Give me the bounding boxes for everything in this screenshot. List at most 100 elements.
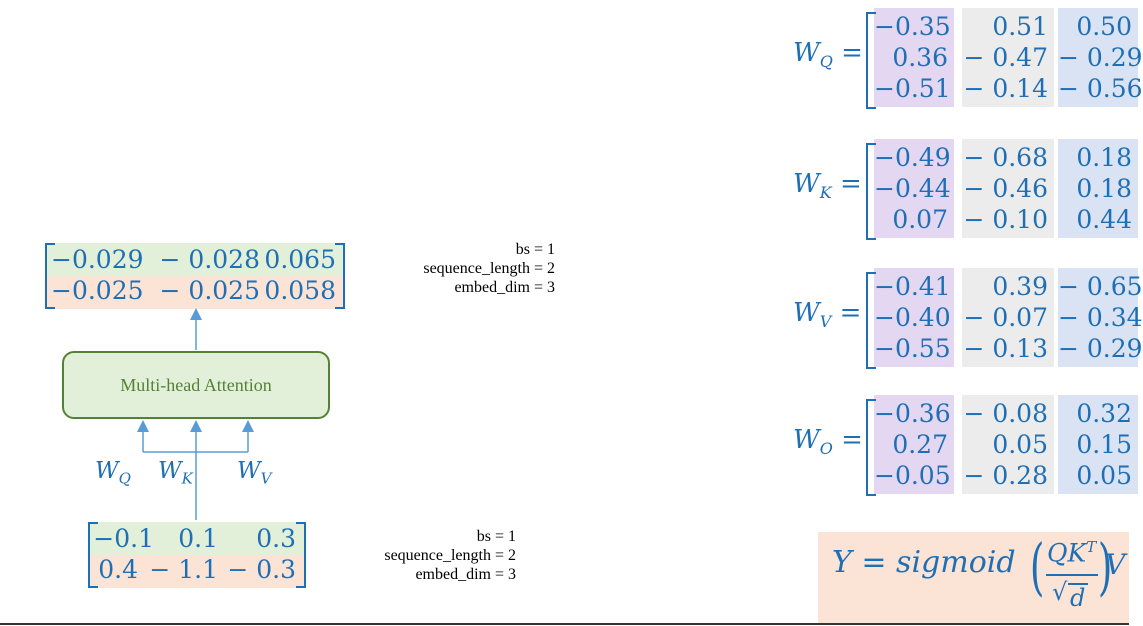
output-cell: − 0.025 bbox=[159, 276, 260, 305]
weight-cell: −0.49 bbox=[874, 143, 951, 172]
input-row-1-bg bbox=[88, 522, 306, 555]
weight-cell: 0.07 bbox=[892, 205, 948, 234]
multi-head-attention-block: Multi-head Attention bbox=[62, 351, 330, 419]
label-wk: WK bbox=[158, 458, 193, 488]
weight-column-bg bbox=[962, 8, 1054, 107]
input-info-embed: embed_dim = 3 bbox=[415, 566, 516, 583]
weight-cell: 0.05 bbox=[1076, 461, 1132, 490]
sqrt-overline bbox=[1068, 583, 1088, 585]
input-bracket-left bbox=[88, 522, 98, 588]
formula-paren-left: ( bbox=[1029, 530, 1045, 603]
weight-cell: − 0.08 bbox=[963, 399, 1048, 428]
input-cell: 0.3 bbox=[256, 524, 296, 553]
weight-bracket-left bbox=[866, 272, 876, 369]
formula-eq: = bbox=[861, 545, 887, 580]
weight-cell: − 0.13 bbox=[963, 334, 1048, 363]
weight-label-q: WQ = bbox=[793, 38, 863, 72]
input-cell: −0.1 bbox=[93, 524, 154, 553]
output-info-bs: bs = 1 bbox=[515, 241, 555, 258]
input-cell: − 1.1 bbox=[149, 555, 218, 584]
weight-cell: −0.55 bbox=[874, 334, 951, 363]
output-cell: 0.058 bbox=[264, 276, 336, 305]
weight-bracket-left bbox=[866, 143, 876, 240]
weight-cell: −0.36 bbox=[874, 399, 951, 428]
label-wv: WV bbox=[237, 458, 272, 488]
weight-cell: − 0.10 bbox=[963, 205, 1048, 234]
formula-numerator: QKT bbox=[1047, 538, 1097, 568]
bottom-rule bbox=[0, 623, 1129, 625]
weight-cell: 0.50 bbox=[1076, 12, 1132, 41]
sqrt-sign: √ bbox=[1052, 578, 1068, 606]
label-wq: WQ bbox=[95, 458, 131, 488]
weight-column-bg bbox=[1058, 8, 1138, 107]
formula-rhs: V bbox=[1105, 548, 1126, 581]
weight-column-bg bbox=[874, 395, 954, 494]
output-bracket-left bbox=[45, 243, 55, 309]
weight-cell: − 0.29 bbox=[1058, 334, 1143, 363]
weight-column-bg bbox=[1058, 268, 1138, 367]
input-row-2-bg bbox=[88, 555, 306, 588]
weight-cell: − 0.47 bbox=[963, 43, 1048, 72]
formula: Y = sigmoid bbox=[832, 545, 1016, 580]
weight-cell: 0.39 bbox=[992, 272, 1048, 301]
weight-cell: 0.51 bbox=[992, 12, 1048, 41]
weight-bracket-left bbox=[866, 12, 876, 109]
weight-cell: 0.18 bbox=[1076, 174, 1132, 203]
weight-column-bg bbox=[874, 139, 954, 238]
weight-cell: 0.44 bbox=[1076, 205, 1132, 234]
output-row-2-bg bbox=[45, 276, 345, 309]
weight-cell: − 0.68 bbox=[963, 143, 1048, 172]
weight-cell: −0.35 bbox=[874, 12, 951, 41]
output-bracket-right bbox=[335, 243, 345, 309]
weight-cell: −0.51 bbox=[874, 74, 951, 103]
weight-cell: −0.41 bbox=[874, 272, 951, 301]
output-cell: −0.029 bbox=[51, 245, 144, 274]
weight-bracket-left bbox=[866, 399, 876, 496]
output-cell: −0.025 bbox=[51, 276, 144, 305]
input-bracket-right bbox=[296, 522, 306, 588]
weight-cell: −0.05 bbox=[874, 461, 951, 490]
weight-cell: − 0.07 bbox=[963, 303, 1048, 332]
weight-cell: − 0.14 bbox=[963, 74, 1048, 103]
formula-lhs: Y bbox=[832, 545, 852, 580]
weight-cell: −0.44 bbox=[874, 174, 951, 203]
output-cell: 0.065 bbox=[264, 245, 336, 274]
output-info: bs = 1 sequence_length = 2 embed_dim = 3 bbox=[380, 240, 555, 297]
output-info-seq: sequence_length = 2 bbox=[423, 260, 555, 277]
weight-cell: − 0.28 bbox=[963, 461, 1048, 490]
weight-label-k: WK = bbox=[793, 169, 862, 203]
output-row-1-bg bbox=[45, 243, 345, 276]
input-matrix: −0.1 0.1 0.3 0.4 − 1.1 − 0.3 bbox=[88, 522, 306, 588]
formula-box bbox=[818, 532, 1129, 623]
input-cell: − 0.3 bbox=[227, 555, 296, 584]
formula-paren-right: ) bbox=[1097, 530, 1113, 603]
output-info-embed: embed_dim = 3 bbox=[454, 279, 555, 296]
weight-label-v: WV = bbox=[793, 298, 862, 332]
weight-cell: 0.36 bbox=[892, 43, 948, 72]
output-cell: − 0.028 bbox=[159, 245, 260, 274]
weight-cell: 0.27 bbox=[892, 430, 948, 459]
weight-cell: − 0.46 bbox=[963, 174, 1048, 203]
weight-cell: 0.15 bbox=[1076, 430, 1132, 459]
output-matrix: −0.029 − 0.028 0.065 −0.025 − 0.025 0.05… bbox=[45, 243, 345, 309]
weight-cell: −0.40 bbox=[874, 303, 951, 332]
weight-column-bg bbox=[1058, 139, 1138, 238]
weight-column-bg bbox=[962, 395, 1054, 494]
weight-cell: − 0.56 bbox=[1058, 74, 1143, 103]
weight-label-o: WO = bbox=[793, 425, 863, 459]
weight-cell: 0.32 bbox=[1076, 399, 1132, 428]
input-cell: 0.4 bbox=[98, 555, 138, 584]
weight-cell: 0.18 bbox=[1076, 143, 1132, 172]
weight-cell: − 0.29 bbox=[1058, 43, 1143, 72]
input-info-seq: sequence_length = 2 bbox=[384, 547, 516, 564]
weight-column-bg bbox=[962, 139, 1054, 238]
fraction-bar bbox=[1046, 574, 1098, 576]
weight-column-bg bbox=[962, 268, 1054, 367]
weight-cell: 0.05 bbox=[992, 430, 1048, 459]
input-cell: 0.1 bbox=[178, 524, 218, 553]
weight-column-bg bbox=[1058, 395, 1138, 494]
formula-func: sigmoid bbox=[896, 545, 1016, 580]
weight-cell: − 0.65 bbox=[1058, 272, 1143, 301]
weight-column-bg bbox=[874, 268, 954, 367]
